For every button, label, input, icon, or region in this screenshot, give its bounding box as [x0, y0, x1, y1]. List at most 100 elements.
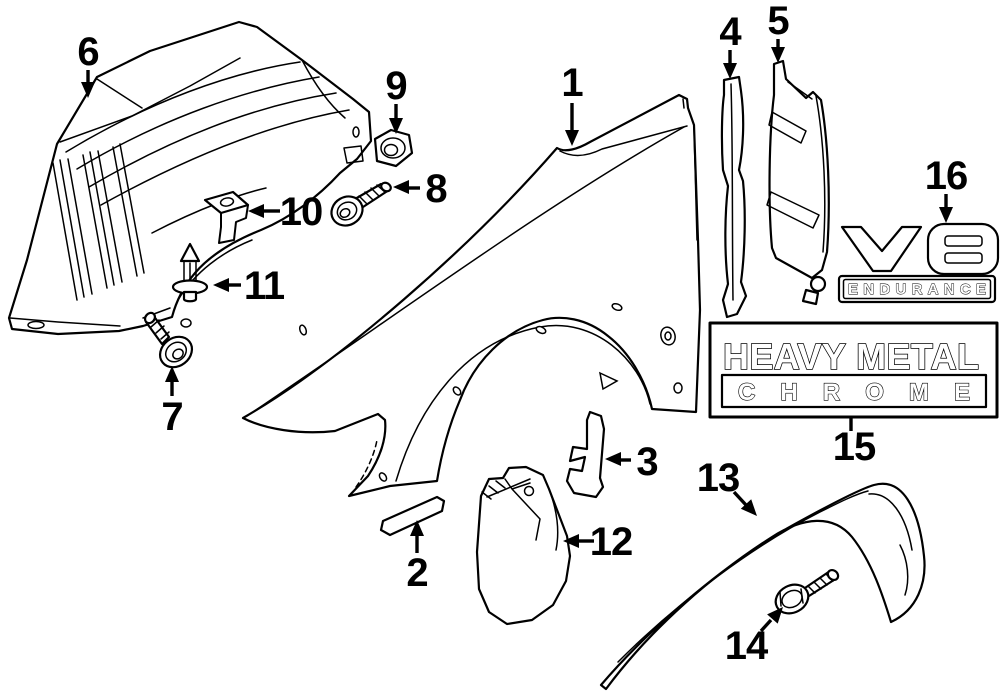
molding-curl-line	[899, 544, 909, 596]
liner-outline	[7, 20, 373, 336]
callout-3[interactable]: 3	[605, 440, 659, 484]
v8-logo-8-bar-bottom	[944, 252, 983, 264]
bolt8-tip	[380, 181, 392, 193]
fender-claw-dashed-line	[355, 439, 378, 488]
callout-arrowhead	[723, 63, 737, 79]
nut-bore-hole	[383, 143, 399, 157]
fender-hole-1	[298, 324, 308, 336]
fender-hole-5	[611, 302, 623, 312]
part-13-wheel-arch-molding-drawing	[599, 482, 926, 691]
callout-arrowhead	[771, 47, 785, 63]
callout-arrowhead	[563, 534, 579, 548]
bolt14-threads	[807, 573, 834, 594]
callout-arrowhead	[393, 180, 409, 194]
part-number: 7	[161, 395, 182, 439]
part-7-bolt-drawing	[143, 311, 194, 369]
bolt7-head-center	[172, 348, 184, 360]
panel5-hook-ring	[809, 275, 827, 293]
callout-6[interactable]: 6	[77, 30, 100, 98]
liner-ridge-line	[59, 57, 241, 143]
part-14-bolt-drawing	[774, 568, 840, 615]
liner-foot-hole	[180, 318, 192, 328]
part-1-fender-drawing	[241, 93, 702, 498]
part-number: 3	[636, 440, 657, 484]
part-number: 16	[925, 154, 968, 198]
liner-corrugation-3	[88, 92, 337, 188]
fender-hole-4	[535, 325, 547, 335]
fender-top-inner-line	[559, 125, 688, 157]
molding-inner-line	[868, 493, 913, 551]
v8-logo-v-glyph	[840, 225, 923, 273]
callout-16[interactable]: 16	[925, 154, 968, 223]
liner-corrugation-4	[100, 109, 350, 206]
part-5-shield-panel-drawing	[766, 59, 830, 306]
callout-7[interactable]: 7	[161, 366, 184, 439]
part-number: 14	[725, 624, 769, 668]
fender-hole-2	[378, 472, 388, 482]
pin-shaft-lines	[183, 260, 197, 284]
callout-10[interactable]: 10	[248, 190, 323, 234]
bolt8-head-center	[339, 207, 351, 219]
callout-9[interactable]: 9	[385, 64, 408, 134]
strip4-center-line	[730, 83, 734, 301]
bolt7-threads	[150, 319, 170, 340]
badge-inner-box	[720, 373, 988, 409]
callout-8[interactable]: 8	[393, 167, 448, 211]
panel5-edge-line	[815, 95, 826, 253]
clip-legs	[218, 204, 249, 244]
callout-arrowhead	[165, 366, 179, 382]
callout-15[interactable]: 15	[833, 417, 877, 469]
bolt7-tip	[143, 311, 157, 325]
callout-arrowhead	[767, 607, 783, 624]
mudguard-side-line	[548, 488, 559, 551]
panel5-top-line	[787, 81, 813, 100]
part-3-bracket-drawing	[565, 410, 606, 499]
v8-logo-8-bar-top	[944, 235, 983, 247]
panel5-rib-2	[766, 191, 820, 229]
endurance-banner-outer-box	[837, 274, 997, 304]
emblem-16-v8-endurance: V8 ENDURANCE	[837, 222, 1000, 304]
liner-vent-slots	[52, 143, 145, 301]
callout-arrowhead	[81, 82, 95, 98]
callout-2[interactable]: 2	[406, 520, 429, 595]
part-number: 12	[590, 520, 633, 564]
v8-logo-8-glyph	[926, 222, 1000, 276]
callout-arrowhead	[740, 499, 757, 516]
fender-grommet-inner	[664, 331, 672, 341]
callout-arrowhead	[605, 452, 621, 466]
endurance-banner-text: ENDURANCE	[848, 281, 986, 298]
part-number: 5	[767, 0, 789, 43]
fender-hole-6	[673, 382, 683, 394]
callout-arrow-shaft	[732, 490, 748, 507]
part-number: 13	[697, 456, 740, 500]
part-number: 10	[280, 190, 323, 234]
part-2-molding-strip-drawing	[379, 495, 446, 537]
callout-13[interactable]: 13	[697, 456, 757, 516]
part-number: 4	[719, 10, 742, 54]
part-number: 2	[406, 551, 427, 595]
callout-4[interactable]: 4	[719, 10, 743, 79]
callout-11[interactable]: 11	[213, 264, 286, 308]
panel5-foot	[801, 288, 820, 306]
panel5-outline	[768, 59, 830, 280]
callout-arrowhead	[389, 118, 403, 134]
part-12-mud-guard-drawing	[475, 465, 572, 626]
callout-arrowhead	[213, 278, 229, 292]
callout-14[interactable]: 14	[725, 607, 783, 668]
liner-corrugation-2	[76, 76, 320, 170]
part-number: 6	[77, 30, 98, 74]
molding-accent-line	[617, 490, 869, 663]
endurance-banner-inner-box	[842, 278, 992, 300]
callout-5[interactable]: 5	[767, 0, 790, 63]
callout-1[interactable]: 1	[561, 61, 584, 146]
callout-12[interactable]: 12	[563, 520, 633, 564]
mudguard-fold-lines	[504, 478, 541, 541]
callout-arrowhead	[565, 130, 579, 146]
liner-tab	[343, 145, 364, 164]
callout-arrowhead	[410, 520, 424, 536]
mudguard-outline	[475, 465, 572, 626]
part-8-bolt-drawing	[330, 181, 392, 227]
part-number: 1	[561, 61, 583, 105]
